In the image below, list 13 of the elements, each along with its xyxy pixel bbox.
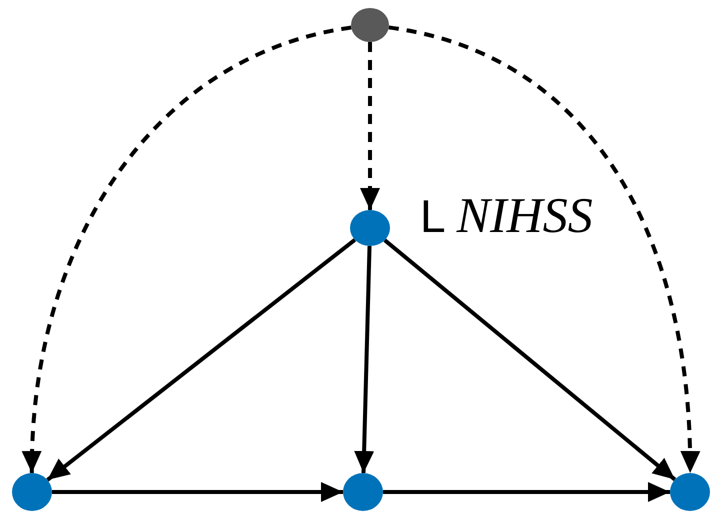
circle-node (350, 210, 390, 246)
circle-node (12, 473, 52, 511)
dashed-arrow (360, 42, 380, 210)
arrow (52, 482, 343, 502)
node-label: L NIHSS (420, 190, 593, 240)
circle-node (351, 8, 389, 42)
dashed-arrow (22, 26, 352, 474)
circle-node (343, 473, 383, 511)
arrow (46, 238, 356, 482)
circle-node (670, 473, 710, 511)
arrow (383, 238, 676, 482)
arrow (383, 482, 670, 502)
dashed-arrow (388, 26, 700, 474)
